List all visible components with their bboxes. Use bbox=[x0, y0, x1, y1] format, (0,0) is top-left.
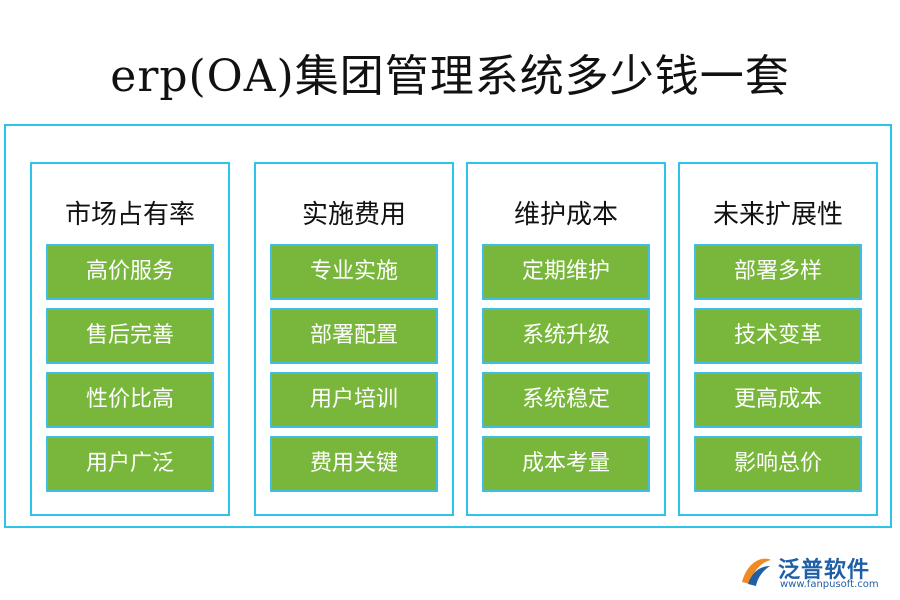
panel-item: 技术变革 bbox=[694, 308, 862, 364]
panel-item: 用户培训 bbox=[270, 372, 438, 428]
panel-item: 性价比高 bbox=[46, 372, 214, 428]
diagram-title: erp(OA)集团管理系统多少钱一套 bbox=[110, 51, 790, 102]
fanpu-logo-icon bbox=[742, 558, 771, 586]
panel-item: 成本考量 bbox=[482, 436, 650, 492]
panel-item: 费用关键 bbox=[270, 436, 438, 492]
panel-item: 更高成本 bbox=[694, 372, 862, 428]
panel-item: 系统稳定 bbox=[482, 372, 650, 428]
panel-item: 用户广泛 bbox=[46, 436, 214, 492]
panel-title: 实施费用 bbox=[301, 200, 406, 230]
panel-title: 维护成本 bbox=[513, 200, 618, 230]
panel-market-share: 市场占有率 高价服务 售后完善 性价比高 用户广泛 bbox=[30, 162, 230, 516]
panel-implementation-cost: 实施费用 专业实施 部署配置 用户培训 费用关键 bbox=[254, 162, 454, 516]
panel-item: 系统升级 bbox=[482, 308, 650, 364]
panel-item: 专业实施 bbox=[270, 244, 438, 300]
panel-item: 影响总价 bbox=[694, 436, 862, 492]
panel-title: 未来扩展性 bbox=[712, 200, 843, 230]
panel-item: 定期维护 bbox=[482, 244, 650, 300]
panel-item: 高价服务 bbox=[46, 244, 214, 300]
logo-name: 泛普软件 bbox=[778, 558, 871, 583]
brand-logo: 泛普软件 www.fanpusoft.com bbox=[738, 552, 888, 592]
panel-future-scalability: 未来扩展性 部署多样 技术变革 更高成本 影响总价 bbox=[678, 162, 878, 516]
panel-title: 市场占有率 bbox=[64, 200, 195, 230]
outer-frame bbox=[4, 124, 892, 528]
logo-url: www.fanpusoft.com bbox=[780, 579, 879, 590]
panel-item: 部署多样 bbox=[694, 244, 862, 300]
panel-maintenance-cost: 维护成本 定期维护 系统升级 系统稳定 成本考量 bbox=[466, 162, 666, 516]
panel-item: 部署配置 bbox=[270, 308, 438, 364]
panel-item: 售后完善 bbox=[46, 308, 214, 364]
